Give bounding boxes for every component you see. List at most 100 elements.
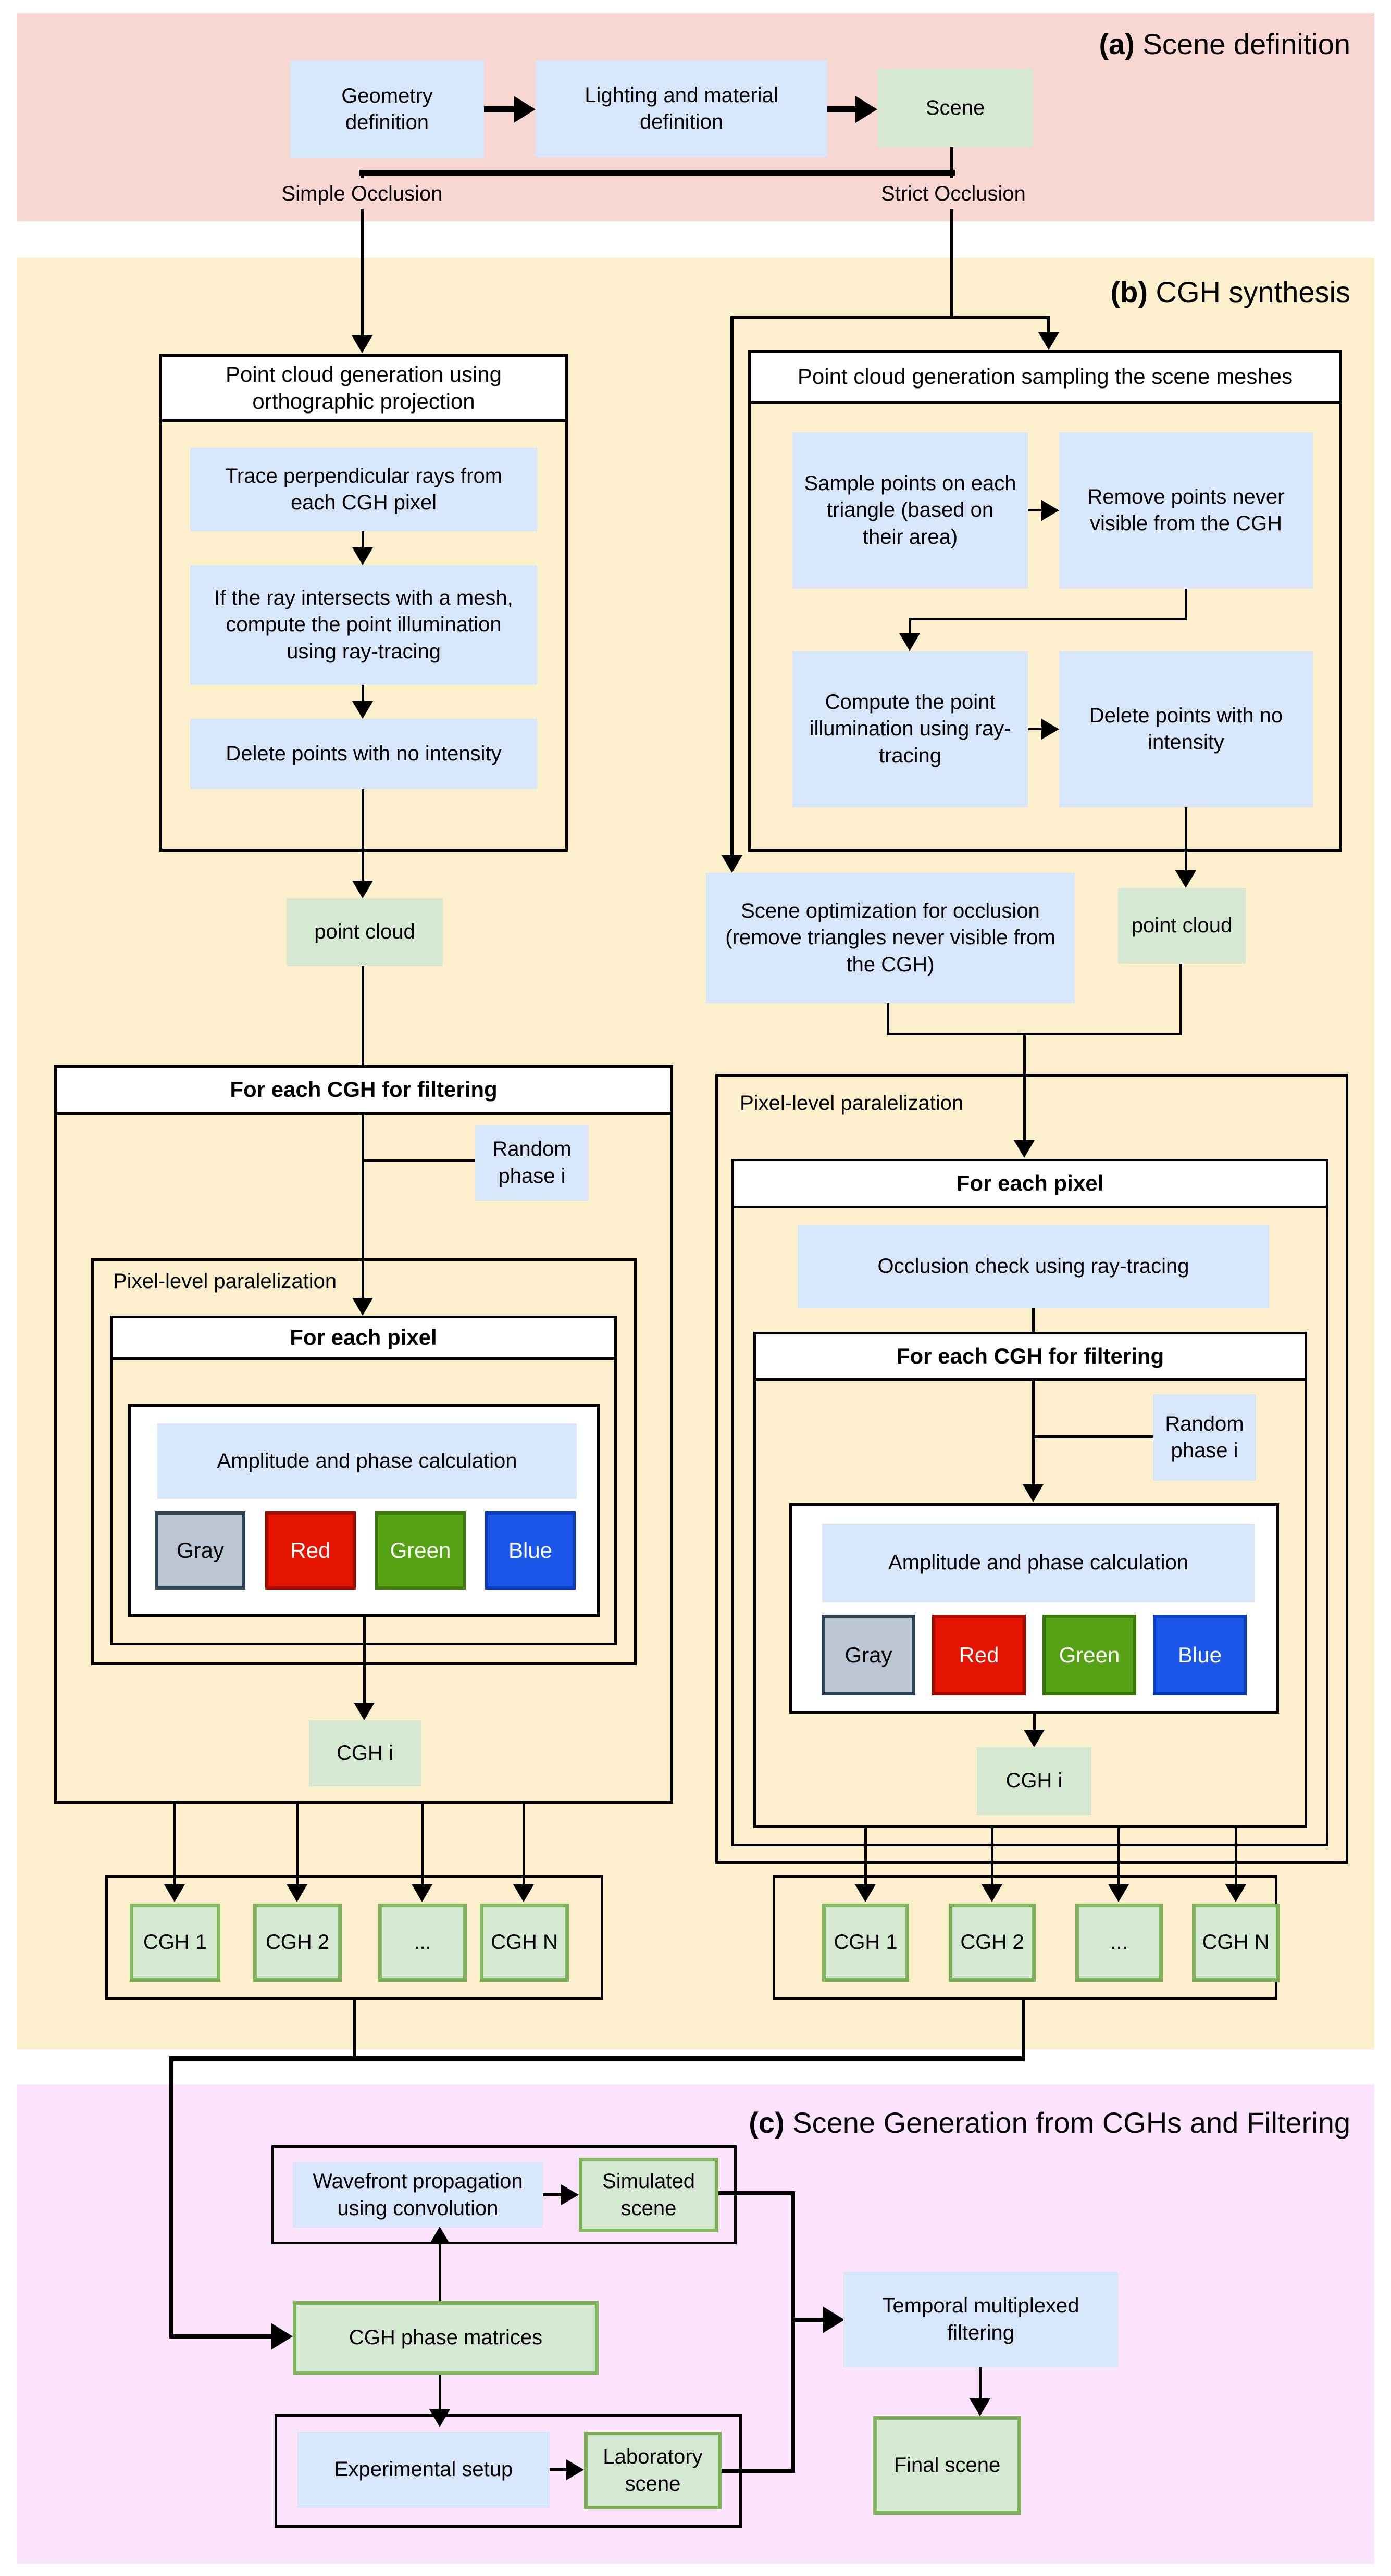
cgh-phase-matrices-box: CGH phase matrices — [293, 2301, 599, 2375]
right-arrow-illum-delete-shaft — [1028, 728, 1044, 730]
arrow-geometry-to-lighting-shaft — [484, 106, 516, 112]
left-arrow1-head — [352, 547, 373, 565]
simulated-scene-box: Simulated scene — [579, 2158, 718, 2232]
arrow-wavefront-simulated-head — [561, 2184, 579, 2205]
right-cgh1-box: CGH 1 — [822, 1904, 909, 1982]
left-cghn-box: CGH N — [480, 1904, 569, 1982]
scene-output-stem — [950, 147, 953, 316]
left-out-line-4 — [523, 1804, 525, 1885]
left-pipeline-header: Point cloud generation using orthographi… — [159, 354, 568, 422]
left-cgh-dots-box: ... — [378, 1904, 467, 1982]
left-step-intersect: If the ray intersects with a mesh, compu… — [190, 565, 537, 685]
section-a-title-text: Scene definition — [1134, 28, 1350, 60]
right-channel-red: Red — [932, 1615, 1026, 1695]
right-out-head-1 — [855, 1884, 876, 1902]
scene-box: Scene — [877, 69, 1033, 147]
trunk-left-drop-line — [169, 2056, 173, 2336]
right-cgh-dots-box: ... — [1075, 1904, 1163, 1982]
matrices-down-line — [439, 2375, 441, 2410]
left-channel-blue: Blue — [485, 1511, 576, 1590]
arrow-into-temporal-head — [823, 2306, 844, 2333]
strict-to-right-pipeline-line — [1047, 316, 1050, 333]
left-foreachpixel-header: For each pixel — [110, 1316, 617, 1360]
right-outputs-down-line — [1022, 2000, 1025, 2060]
right-out-head-3 — [1108, 1884, 1129, 1902]
right-arrow-sample-remove-shaft — [1028, 509, 1044, 511]
left-random-phase-box: Random phase i — [475, 1125, 589, 1201]
right-channel-blue: Blue — [1153, 1615, 1247, 1695]
right-out-line-1 — [864, 1828, 867, 1885]
right-out-line-3 — [1117, 1828, 1120, 1885]
left-arrow2-head — [352, 701, 373, 719]
right-channel-gray: Gray — [822, 1615, 915, 1695]
trunk-into-matrices-shaft — [169, 2334, 274, 2339]
trunk-horizontal-line — [169, 2056, 1025, 2061]
matrices-down-head — [429, 2409, 450, 2427]
geometry-definition-box: Geometry definition — [290, 60, 484, 158]
arrow-lighting-to-scene-head — [855, 96, 877, 123]
right-random-phase-box: Random phase i — [1153, 1394, 1256, 1481]
left-channel-green: Green — [375, 1511, 466, 1590]
arrow-experimental-laboratory-shaft — [550, 2468, 567, 2471]
right-out-head-4 — [1225, 1884, 1246, 1902]
right-parallel-container — [715, 1074, 1348, 1864]
occlusion-split-bar — [359, 170, 955, 176]
final-scene-box: Final scene — [873, 2416, 1021, 2515]
section-b-tag: (b) — [1110, 276, 1148, 308]
left-out-line-1 — [173, 1804, 176, 1885]
occlusion-check-box: Occlusion check using ray-tracing — [798, 1225, 1269, 1308]
section-a-title: (a) Scene definition — [1099, 27, 1350, 61]
left-loop-vertical — [362, 1115, 364, 1299]
right-step-illumination: Compute the point illumination using ray… — [792, 651, 1028, 807]
left-cgh-i-box: CGH i — [309, 1720, 421, 1786]
merge-left-line — [887, 1003, 889, 1035]
merge-down-head — [1014, 1140, 1035, 1158]
left-amplitude-box: Amplitude and phase calculation — [157, 1423, 577, 1499]
right-whitebox-arrowhead — [1023, 1484, 1044, 1502]
arrow-geometry-to-lighting-head — [514, 96, 536, 123]
left-point-cloud-box: point cloud — [287, 898, 443, 966]
left-out-head-1 — [164, 1884, 185, 1902]
right-pipeline-header: Point cloud generation sampling the scen… — [748, 350, 1342, 404]
right-out-line-4 — [1235, 1828, 1237, 1885]
left-out-head-2 — [287, 1884, 307, 1902]
right-cgh-i-box: CGH i — [977, 1747, 1091, 1815]
right-point-cloud-box: point cloud — [1118, 888, 1246, 964]
matrices-up-head — [429, 2227, 450, 2244]
experimental-setup-box: Experimental setup — [297, 2432, 550, 2508]
arrow-into-temporal-shaft — [791, 2318, 825, 2322]
right-elbow-down1 — [1185, 589, 1187, 620]
merge-right-line — [1179, 964, 1182, 1035]
merge-down-line — [1023, 1035, 1026, 1141]
left-randomphase-connector — [362, 1159, 478, 1162]
left-out-head-4 — [513, 1884, 534, 1902]
right-loop-cgh-header: For each CGH for filtering — [753, 1332, 1307, 1381]
section-c-title: (c) Scene Generation from CGHs and Filte… — [749, 2106, 1350, 2140]
left-cgh1-box: CGH 1 — [130, 1904, 220, 1982]
left-out-line-2 — [296, 1804, 299, 1885]
simulated-output-connector — [718, 2191, 795, 2195]
left-channel-red: Red — [265, 1511, 356, 1590]
left-cgh-outputs-container — [105, 1875, 603, 2000]
strict-to-scene-opt-line — [730, 316, 734, 856]
arrow-temporal-final-shaft — [979, 2367, 982, 2399]
right-elbow-horizontal — [909, 618, 1187, 620]
right-randomphase-connector — [1032, 1435, 1156, 1438]
right-elbow-head — [899, 633, 920, 651]
left-parallel-label: Pixel-level paralelization — [113, 1270, 337, 1293]
arrow-into-left-pipeline-head — [352, 335, 372, 353]
section-b-title: (b) CGH synthesis — [1110, 275, 1350, 309]
right-step-remove: Remove points never visible from the CGH — [1059, 432, 1313, 589]
right-cghi-line — [1033, 1714, 1036, 1731]
arrow-experimental-laboratory-head — [566, 2459, 584, 2480]
right-step-delete: Delete points with no intensity — [1059, 651, 1313, 807]
arrow-wavefront-simulated-shaft — [543, 2193, 562, 2196]
left-pointcloud-head — [352, 881, 373, 898]
section-b-title-text: CGH synthesis — [1148, 276, 1350, 308]
right-arrow-illum-delete-head — [1041, 719, 1059, 740]
arrow-into-right-pipeline-head — [1038, 332, 1059, 350]
right-step-sample: Sample points on each triangle (based on… — [792, 432, 1028, 589]
right-foreachpixel-header: For each pixel — [731, 1159, 1328, 1208]
right-channel-green: Green — [1042, 1615, 1136, 1695]
